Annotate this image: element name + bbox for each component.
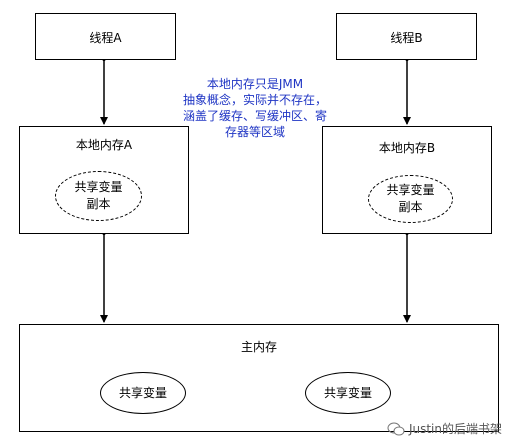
- jmm-note: 本地内存只是JMM 抽象概念，实际并不存在， 涵盖了缓存、写缓冲区、寄 存器等区…: [170, 76, 340, 140]
- note-line-4: 存器等区域: [224, 125, 285, 139]
- shared-variable-left: 共享变量: [100, 372, 186, 414]
- shared-variable-right: 共享变量: [305, 372, 391, 414]
- main-memory-label: 主内存: [240, 340, 277, 354]
- shared-copy-a-line1: 共享变量: [74, 180, 123, 194]
- shared-copy-b-line2: 副本: [398, 200, 423, 214]
- thread-b-label: 线程B: [390, 31, 423, 45]
- shared-copy-b: 共享变量 副本: [368, 175, 453, 223]
- thread-b-box: 线程B: [336, 13, 477, 60]
- shared-variable-right-label: 共享变量: [323, 385, 372, 400]
- shared-copy-a: 共享变量 副本: [55, 171, 142, 221]
- local-memory-b-label: 本地内存B: [378, 141, 436, 155]
- main-memory-box: 主内存 共享变量 共享变量: [19, 324, 499, 432]
- wechat-icon: [387, 422, 405, 435]
- shared-variable-left-label: 共享变量: [118, 385, 167, 400]
- thread-a-box: 线程A: [35, 13, 176, 60]
- local-memory-a-box: 本地内存A 共享变量 副本: [19, 126, 189, 234]
- local-memory-a-label: 本地内存A: [75, 138, 133, 152]
- watermark-text: Justin的后端书架: [408, 422, 502, 436]
- shared-copy-b-line1: 共享变量: [386, 183, 435, 197]
- note-line-2: 抽象概念，实际并不存在，: [182, 93, 327, 107]
- local-memory-b-box: 本地内存B 共享变量 副本: [322, 126, 492, 234]
- thread-a-label: 线程A: [89, 31, 122, 45]
- shared-copy-a-line2: 副本: [86, 197, 111, 211]
- watermark: Justin的后端书架: [387, 420, 502, 437]
- note-line-1: 本地内存只是JMM: [206, 77, 304, 91]
- note-line-3: 涵盖了缓存、写缓冲区、寄: [182, 109, 327, 123]
